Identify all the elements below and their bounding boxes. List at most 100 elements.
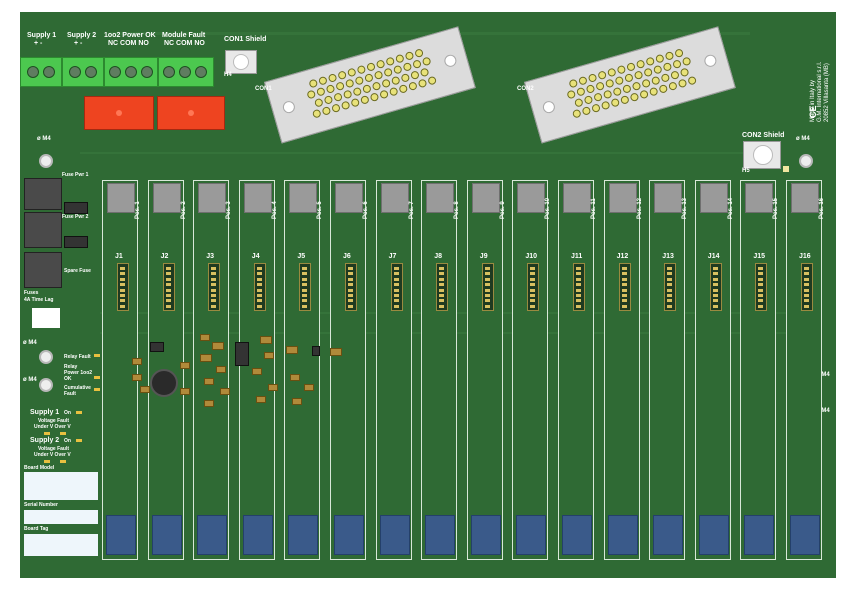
slot-header-connector bbox=[162, 263, 175, 311]
smd-capacitor bbox=[330, 348, 342, 356]
header-pin bbox=[530, 277, 536, 281]
slot-header-connector bbox=[664, 263, 677, 311]
header-pin bbox=[484, 304, 490, 308]
slot-position-label: Pos. 13 bbox=[682, 197, 689, 219]
header-pin bbox=[165, 299, 171, 303]
header-pin bbox=[621, 294, 627, 297]
slot-header-connector bbox=[481, 263, 494, 311]
spare-fuse-label: Spare Fuse bbox=[64, 268, 91, 274]
fuse-rating-line2: 4A Time Lag bbox=[24, 297, 54, 303]
slot-connector-label: J5 bbox=[297, 253, 306, 260]
smd-resistor bbox=[292, 398, 302, 405]
slot-module-socket bbox=[106, 515, 136, 555]
slot-module-socket bbox=[653, 515, 684, 555]
header-pin bbox=[302, 267, 308, 270]
header-pin bbox=[165, 304, 171, 308]
header-pin bbox=[804, 288, 809, 292]
header-pin bbox=[530, 283, 536, 287]
smd-capacitor bbox=[212, 342, 224, 350]
smd-ic bbox=[235, 342, 249, 366]
slot-connector-label: J11 bbox=[571, 253, 583, 260]
fuse-pwr1-label: Fuse Pwr 1 bbox=[62, 172, 89, 178]
supply2-on-label: On bbox=[64, 438, 71, 444]
power-ok-relay bbox=[84, 96, 154, 130]
smd-resistor bbox=[290, 374, 300, 381]
slot-header-connector bbox=[345, 263, 357, 311]
header-pin bbox=[302, 283, 308, 287]
slot-header-connector bbox=[208, 263, 221, 311]
mounting-hole-top-left bbox=[39, 154, 53, 168]
slot-module-socket bbox=[470, 515, 501, 555]
supply2-uv-label: Under V Over V bbox=[34, 452, 71, 458]
header-pin bbox=[484, 283, 490, 287]
header-pin bbox=[712, 294, 718, 297]
supply2-vf-label: Voltage Fault bbox=[38, 446, 70, 452]
header-pin bbox=[484, 288, 490, 292]
header-pin bbox=[484, 272, 490, 276]
header-pin bbox=[804, 304, 809, 308]
header-pin bbox=[667, 299, 673, 303]
header-pin bbox=[393, 272, 399, 276]
header-pin bbox=[667, 288, 673, 292]
slot-latch bbox=[517, 183, 546, 213]
manufacturer-line2: G.M. International s.r.l. bbox=[817, 61, 823, 122]
slot-position-label: Pos. 5 bbox=[317, 201, 324, 219]
header-pin bbox=[484, 277, 490, 281]
slot-connector-label: J12 bbox=[616, 253, 629, 260]
header-pin bbox=[120, 294, 125, 297]
header-pin bbox=[804, 299, 809, 303]
header-pin bbox=[576, 272, 581, 276]
header-pin bbox=[667, 294, 673, 297]
label-pad-left bbox=[32, 308, 60, 328]
module-fault-title: Module Fault bbox=[162, 32, 206, 39]
smd-resistor bbox=[204, 400, 214, 407]
board-tag-field bbox=[24, 534, 98, 556]
smd-resistor bbox=[200, 334, 210, 341]
smd-capacitor bbox=[200, 354, 212, 362]
slot-module-socket bbox=[334, 515, 364, 555]
slot-position-label: Pos. 7 bbox=[408, 201, 415, 219]
slot-position-label: Pos. 16 bbox=[819, 197, 825, 219]
smd-resistor bbox=[256, 396, 266, 403]
header-pin bbox=[530, 294, 536, 297]
header-pin bbox=[804, 277, 809, 281]
con2-label: CON2 bbox=[517, 86, 534, 92]
header-pin bbox=[120, 283, 125, 287]
relay-power-line3: OK bbox=[64, 376, 72, 382]
slot-module-socket bbox=[379, 515, 410, 555]
module-slot: Pos. 5 J5 bbox=[284, 180, 324, 560]
slot-connector-label: J13 bbox=[662, 253, 674, 260]
module-fault-pins: NC COM NO bbox=[164, 40, 205, 47]
header-pin bbox=[120, 272, 125, 276]
header-pin bbox=[712, 304, 718, 308]
power-ok-title: 1oo2 Power OK bbox=[104, 32, 156, 39]
inductor bbox=[150, 369, 178, 397]
slot-position-label: Pos. 11 bbox=[591, 198, 597, 219]
header-pin bbox=[439, 304, 445, 308]
header-pin bbox=[256, 294, 262, 297]
supply1-over-led bbox=[60, 432, 66, 435]
smd-resistor bbox=[220, 388, 230, 395]
ce-mark: CE bbox=[808, 105, 818, 118]
slot-header-connector bbox=[390, 263, 403, 311]
slot-connector-label: J1 bbox=[115, 253, 123, 260]
supply1-on-led bbox=[76, 411, 82, 414]
header-pin bbox=[576, 294, 581, 297]
supply2-title: Supply 2 bbox=[67, 32, 97, 39]
smd-resistor bbox=[180, 362, 190, 369]
m4-label-left-2: ø M4 bbox=[23, 377, 37, 383]
supply2-terminal bbox=[62, 57, 104, 87]
header-pin bbox=[758, 277, 764, 281]
header-pin bbox=[758, 267, 764, 270]
header-pin bbox=[712, 283, 718, 287]
header-pin bbox=[120, 277, 125, 281]
header-pin bbox=[758, 304, 764, 308]
header-pin bbox=[576, 277, 581, 281]
header-pin bbox=[165, 272, 171, 276]
relay-power-line2: Power 1oo2 bbox=[64, 370, 93, 376]
trace bbox=[100, 332, 820, 334]
